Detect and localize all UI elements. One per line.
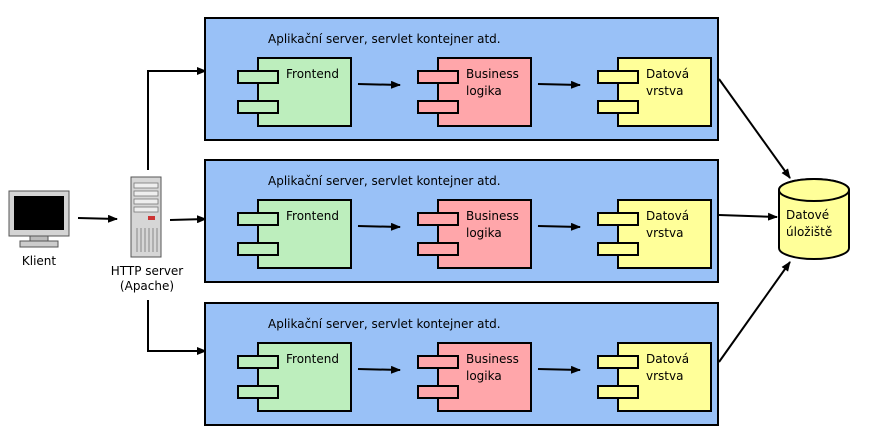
component-arrow [357,222,401,231]
component-port-icon [237,100,279,114]
datastore-label-line1: Datové [786,208,829,222]
component-3: Datová vrstva [597,199,712,269]
component-box [437,199,532,269]
component-label: vrstva [646,84,683,98]
component-3: Datová vrstva [597,342,712,412]
app-server-1: Aplikační server, servlet kontejner atd.… [204,17,719,141]
arrow-server-3-to-datastore [718,261,791,363]
component-port-icon [417,385,459,399]
component-2: Business logika [417,342,532,412]
server-tower-icon [130,176,162,258]
component-label: Datová [646,352,689,366]
component-port-icon [237,212,279,226]
component-label: Frontend [286,67,339,81]
component-label: Frontend [286,209,339,223]
datastore-label-line2: úložiště [786,225,832,239]
component-1: Frontend [237,342,352,412]
component-label: logika [466,369,502,383]
component-box [437,57,532,127]
component-2: Business logika [417,57,532,127]
app-server-title: Aplikační server, servlet kontejner atd. [268,32,501,46]
component-label: logika [466,226,502,240]
component-port-icon [417,70,459,84]
client-computer-icon [8,190,70,248]
component-box [617,342,712,412]
app-server-3: Aplikační server, servlet kontejner atd.… [204,302,719,426]
component-2: Business logika [417,199,532,269]
component-port-icon [597,385,639,399]
component-1: Frontend [237,199,352,269]
component-arrow [537,222,581,231]
component-3: Datová vrstva [597,57,712,127]
component-arrow [357,365,401,374]
component-label: Business [466,352,519,366]
component-port-icon [237,355,279,369]
component-box [437,342,532,412]
http-server-label-line1: HTTP server [111,264,184,278]
component-port-icon [597,242,639,256]
component-port-icon [597,100,639,114]
component-box [617,57,712,127]
arrow-http-to-server-1 [147,67,207,170]
component-port-icon [417,242,459,256]
component-port-icon [417,355,459,369]
database-icon [778,178,850,260]
arrow-http-to-server-3 [147,300,207,355]
app-server-2: Aplikační server, servlet kontejner atd.… [204,159,719,283]
component-arrow [537,80,581,89]
component-port-icon [597,355,639,369]
component-box [617,199,712,269]
component-label: vrstva [646,369,683,383]
component-port-icon [597,212,639,226]
component-label: logika [466,84,502,98]
component-port-icon [237,385,279,399]
client-label: Klient [22,254,57,268]
component-port-icon [417,100,459,114]
component-label: Business [466,209,519,223]
component-label: Business [466,67,519,81]
component-port-icon [597,70,639,84]
component-label: Frontend [286,352,339,366]
http-server-label-line2: (Apache) [120,279,174,293]
component-box [257,199,352,269]
component-box [257,342,352,412]
component-port-icon [417,212,459,226]
component-label: Datová [646,67,689,81]
component-arrow [537,365,581,374]
component-port-icon [237,70,279,84]
component-port-icon [237,242,279,256]
arrow-client-to-http [77,214,118,223]
arrow-server-1-to-datastore [718,78,791,179]
component-arrow [357,80,401,89]
app-server-title: Aplikační server, servlet kontejner atd. [268,317,501,331]
component-label: vrstva [646,226,683,240]
component-box [257,57,352,127]
component-1: Frontend [237,57,352,127]
component-label: Datová [646,209,689,223]
arrow-server-2-to-datastore [718,212,778,221]
arrow-http-to-server-2 [169,215,207,224]
app-servers: Aplikační server, servlet kontejner atd.… [204,17,719,426]
app-server-title: Aplikační server, servlet kontejner atd. [268,174,501,188]
